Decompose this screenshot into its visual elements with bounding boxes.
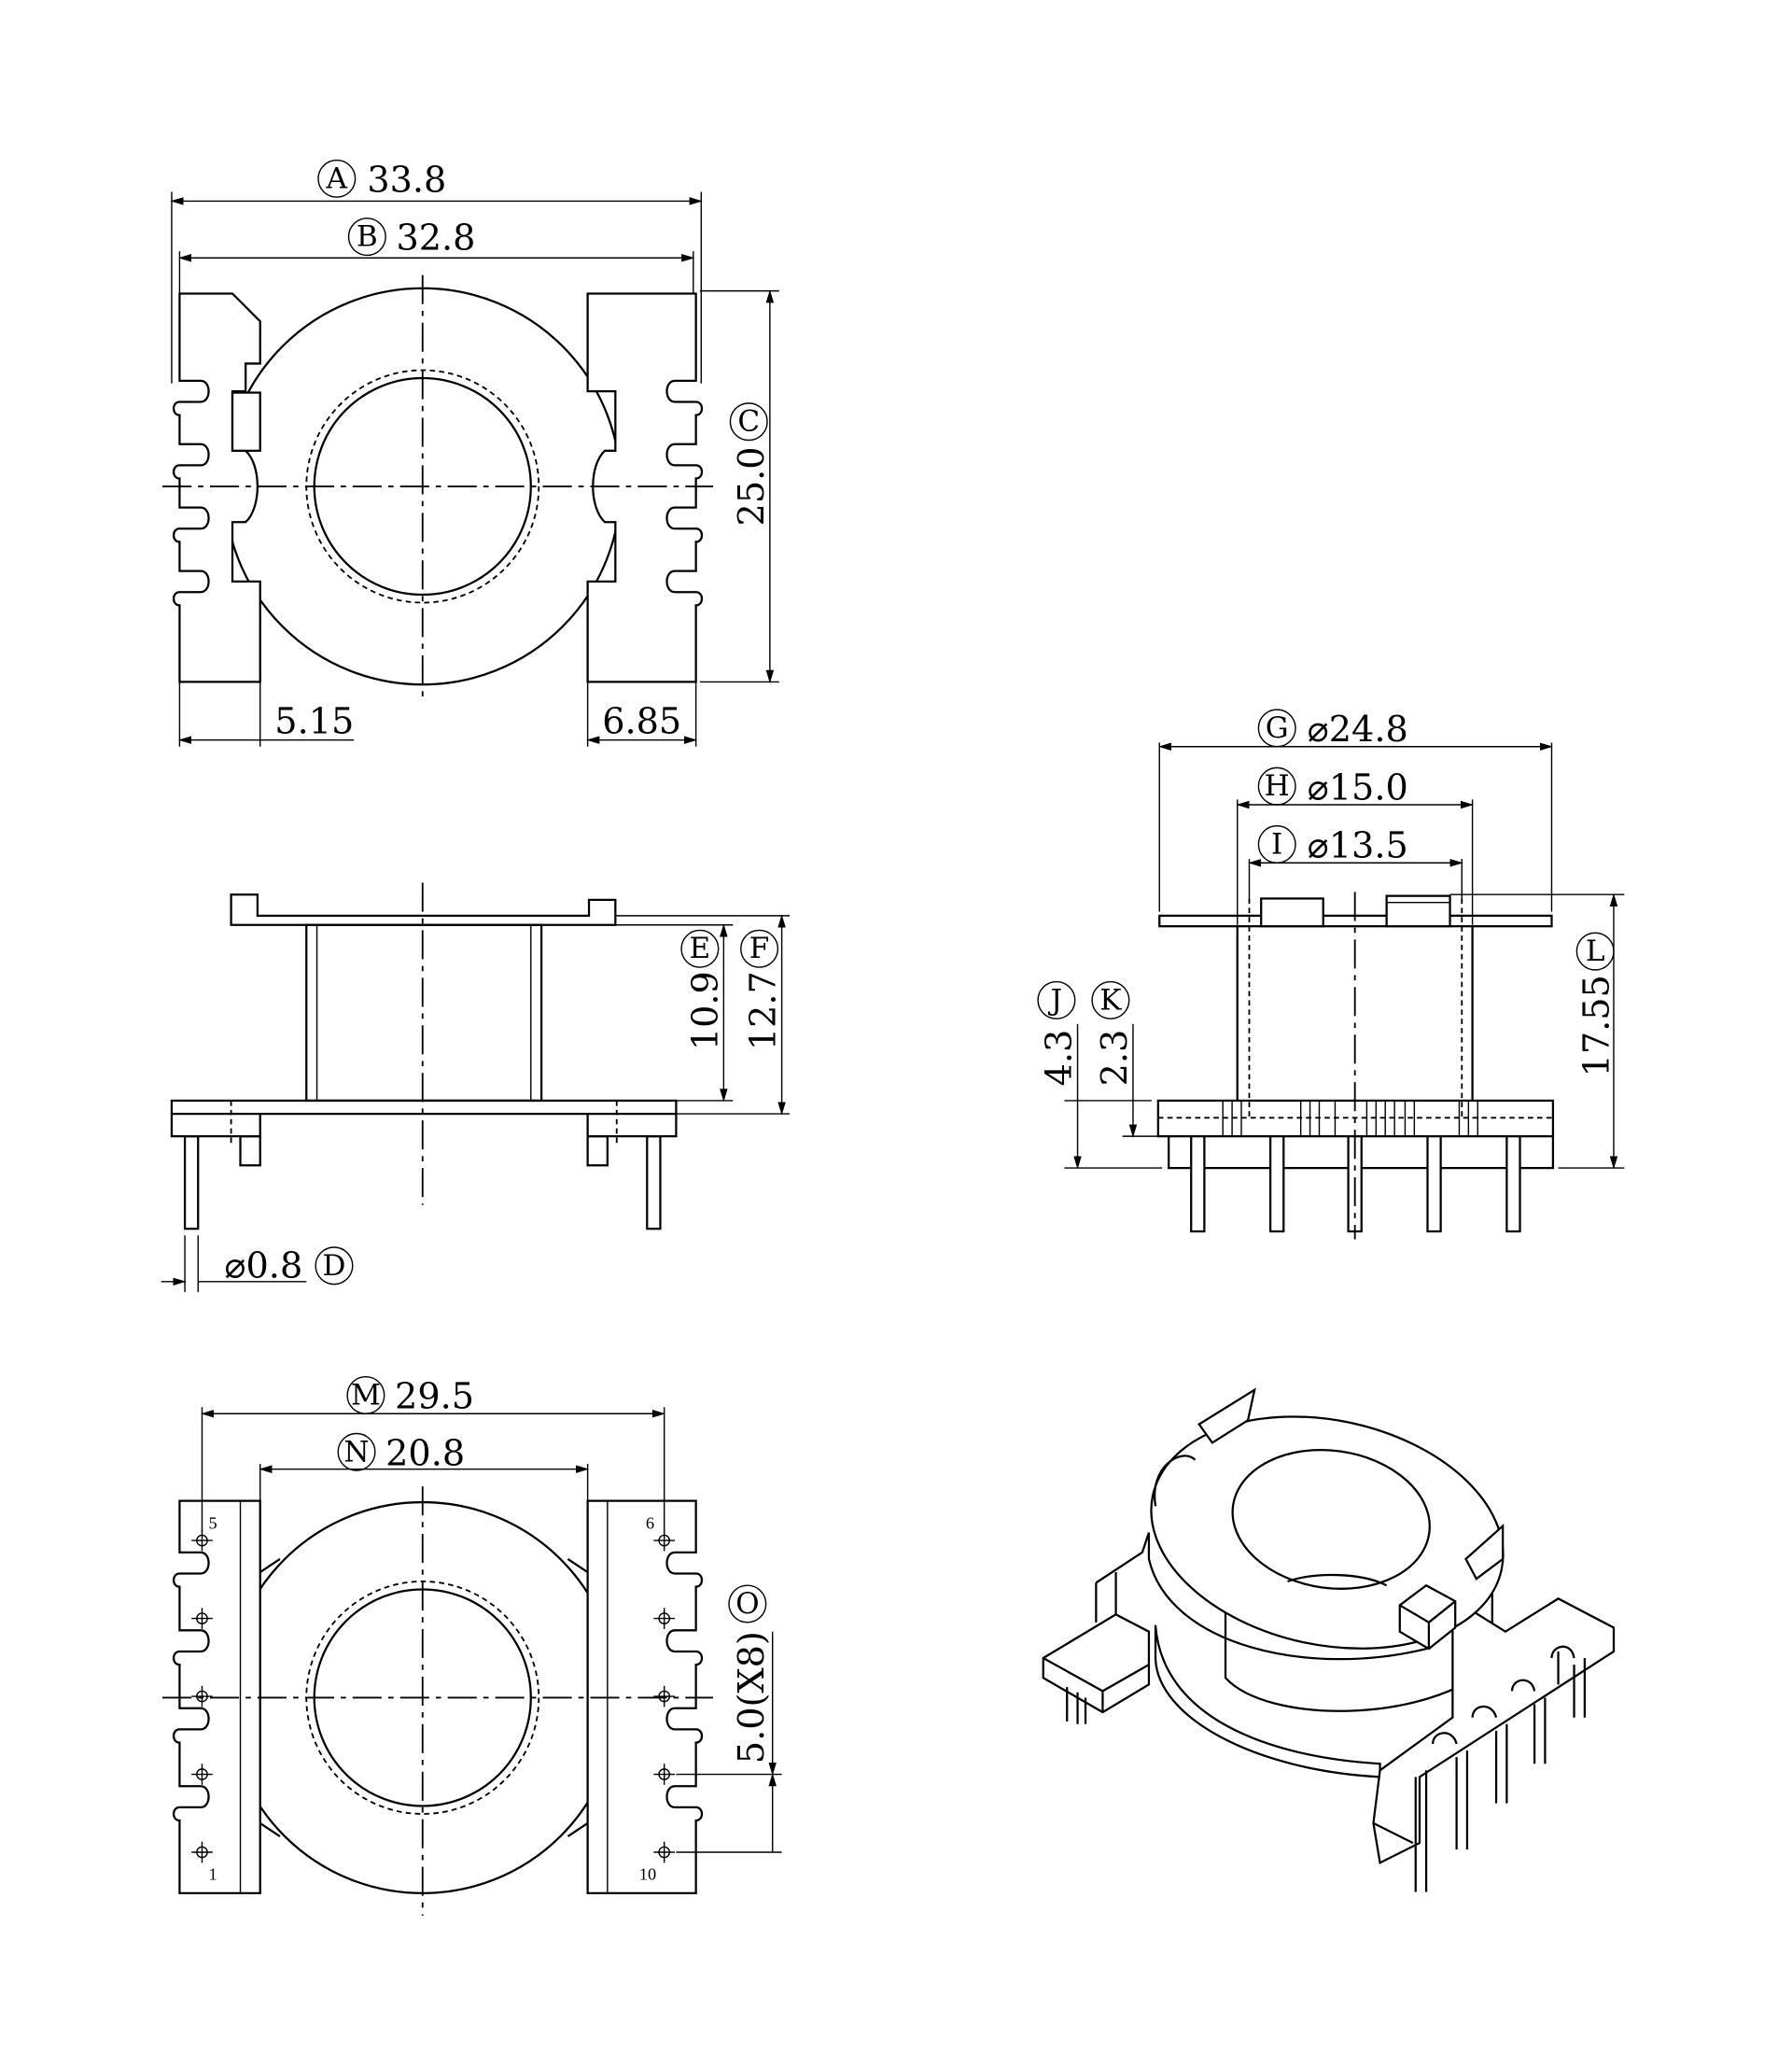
dim-L: L 17.55 xyxy=(1575,932,1617,1076)
dim-C: C 25.0 xyxy=(729,402,773,526)
dim-letter: H xyxy=(1265,769,1290,803)
dim-N: N 20.8 xyxy=(337,1432,465,1474)
dim-H: H ⌀15.0 xyxy=(1257,766,1408,808)
dim-value: 10.9 xyxy=(685,971,726,1050)
dim-O: O 5.0(X8) xyxy=(728,1584,773,1764)
dim-letter: N xyxy=(343,1435,369,1469)
dim-F: F 12.7 xyxy=(740,929,785,1050)
dim-letter: A xyxy=(326,162,348,195)
dim-G: G ⌀24.8 xyxy=(1257,709,1408,751)
pin-label-1: 1 xyxy=(209,1865,217,1884)
right-offset-dim: 6.85 xyxy=(602,702,681,743)
pin-label-10: 10 xyxy=(639,1865,656,1884)
dim-letter: M xyxy=(351,1378,381,1412)
dim-value: ⌀13.5 xyxy=(1308,826,1408,867)
dim-value: 29.5 xyxy=(395,1377,474,1418)
dim-letter: K xyxy=(1099,983,1122,1017)
dim-value: ⌀0.8 xyxy=(225,1246,303,1287)
dim-B: B 32.8 xyxy=(347,218,475,260)
dim-letter: D xyxy=(322,1249,345,1283)
dim-value: 2.3 xyxy=(1095,1030,1136,1087)
bottom-view: 5 1 6 10 M 29.5 N 20.8 O 5.0(X8) xyxy=(162,1375,782,1916)
dim-J: J 4.3 xyxy=(1037,980,1080,1087)
dim-letter: C xyxy=(737,405,760,439)
dim-letter: G xyxy=(1266,711,1289,745)
dim-value: 32.8 xyxy=(396,218,475,260)
side-view: E 10.9 F 12.7 ⌀0.8 D xyxy=(161,882,791,1293)
dim-value: ⌀15.0 xyxy=(1308,767,1408,808)
pin-label-5: 5 xyxy=(209,1513,217,1532)
front-view: G ⌀24.8 H ⌀15.0 I ⌀13.5 J 4.3 xyxy=(1037,709,1625,1240)
pin-label-6: 6 xyxy=(646,1513,654,1532)
dim-letter: L xyxy=(1586,935,1605,968)
dim-letter: F xyxy=(749,932,770,965)
dim-value: 4.3 xyxy=(1039,1030,1080,1087)
dim-value: 25.0 xyxy=(732,446,773,526)
dim-K: K 2.3 xyxy=(1091,980,1136,1087)
dim-letter: E xyxy=(690,932,711,965)
dim-value: 5.0(X8) xyxy=(732,1631,773,1764)
dim-value: 33.8 xyxy=(367,160,446,201)
dim-I: I ⌀13.5 xyxy=(1257,824,1408,867)
dim-letter: I xyxy=(1271,827,1282,861)
dim-letter: J xyxy=(1048,983,1062,1017)
dim-E: E 10.9 xyxy=(680,929,726,1050)
isometric-view xyxy=(1042,1387,1616,1892)
dim-M: M 29.5 xyxy=(346,1375,474,1418)
left-offset-dim: 5.15 xyxy=(274,702,354,743)
dim-letter: O xyxy=(735,1587,760,1621)
top-view: A 33.8 B 32.8 C 25.0 5.15 6.85 xyxy=(162,159,779,747)
dim-D: ⌀0.8 D xyxy=(225,1246,354,1287)
dim-value: 20.8 xyxy=(385,1433,465,1474)
dim-value: 17.55 xyxy=(1576,975,1617,1076)
dim-A: A 33.8 xyxy=(317,159,446,201)
pin-markers xyxy=(191,1529,676,1863)
dim-letter: B xyxy=(357,220,378,254)
dim-value: 12.7 xyxy=(744,971,785,1050)
dim-value: ⌀24.8 xyxy=(1308,710,1408,751)
